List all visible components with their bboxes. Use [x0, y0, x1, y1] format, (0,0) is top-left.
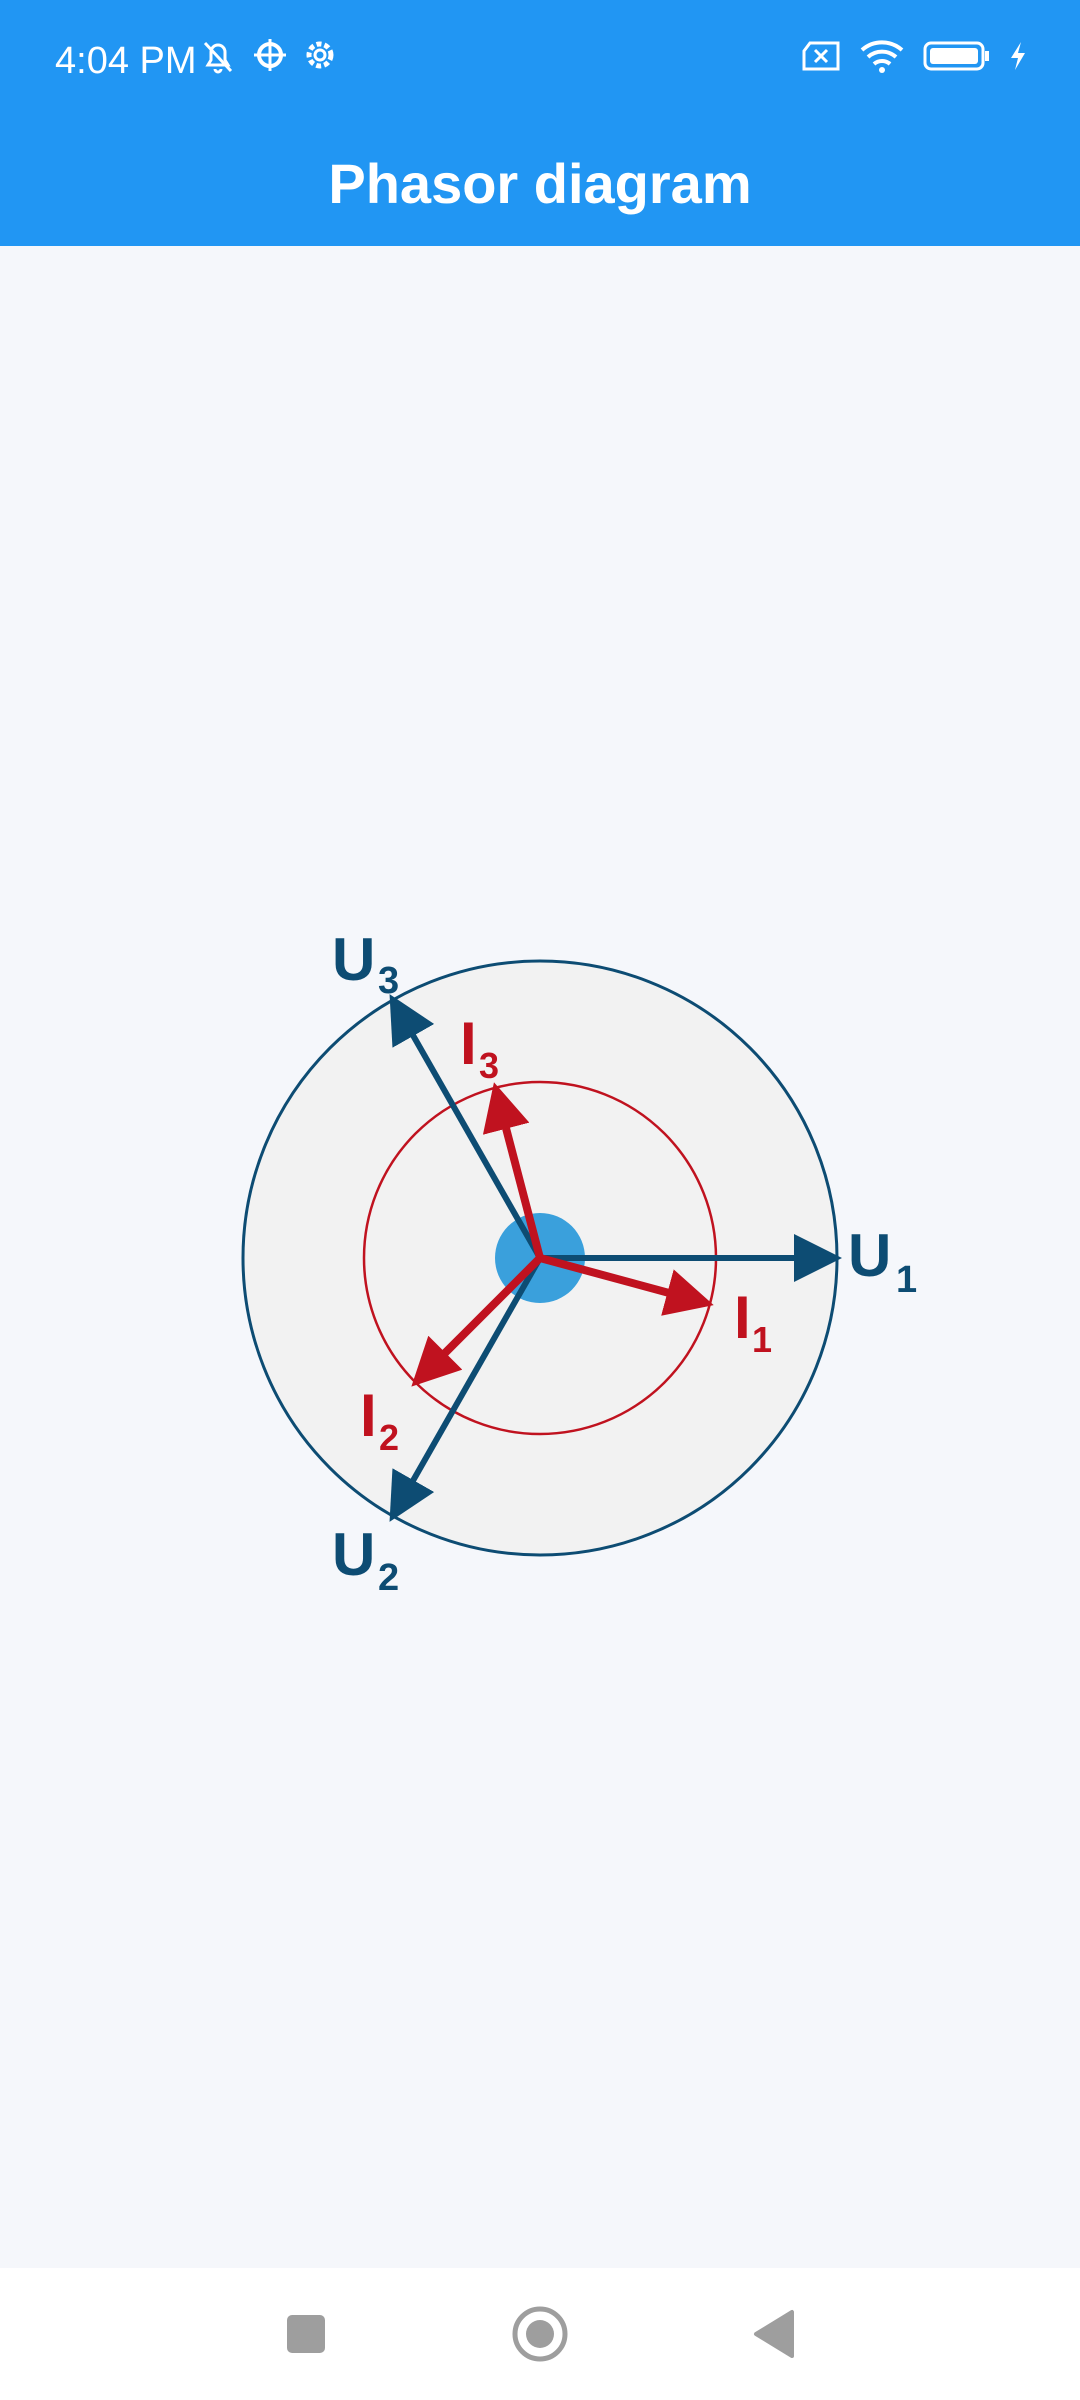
settings-gear-icon — [302, 37, 338, 77]
label-i3: I 3 — [460, 1010, 499, 1086]
muted-bell-icon — [198, 37, 238, 77]
label-u1-main: U — [848, 1222, 891, 1289]
label-u1-sub: 1 — [896, 1259, 917, 1301]
label-u3-main: U — [332, 926, 375, 993]
app-bar: Phasor diagram — [0, 122, 1080, 246]
label-u1: U 1 — [848, 1222, 917, 1301]
home-circle-icon[interactable] — [506, 2300, 574, 2368]
voltage-phasor-u3 — [389, 994, 543, 1260]
label-u3: U 3 — [332, 926, 399, 1002]
voltage-phasor-u2 — [389, 1256, 543, 1522]
label-u2-main: U — [332, 1521, 375, 1588]
wifi-icon — [858, 38, 906, 74]
label-i3-main: I — [460, 1010, 477, 1077]
current-phasor-i2 — [411, 1255, 543, 1387]
recents-square-icon[interactable] — [272, 2300, 340, 2368]
label-u3-sub: 3 — [378, 960, 399, 1002]
label-i2-main: I — [360, 1382, 377, 1449]
label-i2: I 2 — [360, 1382, 399, 1458]
label-i2-sub: 2 — [379, 1417, 399, 1458]
page-title: Phasor diagram — [328, 152, 752, 215]
charging-bolt-icon — [1008, 40, 1028, 72]
battery-icon — [922, 39, 992, 73]
back-triangle-icon[interactable] — [740, 2300, 808, 2368]
sim-missing-icon — [800, 39, 842, 73]
label-i1-sub: 1 — [752, 1319, 772, 1360]
navigation-bar — [0, 2268, 1080, 2400]
main-content: U 1 U 2 U 3 I 1 I 2 I 3 — [0, 246, 1080, 2268]
label-i1: I 1 — [734, 1284, 772, 1360]
label-i1-main: I — [734, 1284, 751, 1351]
status-time: 4:04 PM — [55, 40, 197, 82]
status-bar: 4:04 PM — [0, 0, 1080, 122]
current-phasor-i3 — [482, 1082, 544, 1260]
label-i3-sub: 3 — [479, 1045, 499, 1086]
label-u2-sub: 2 — [378, 1557, 399, 1599]
current-phasor-i1 — [538, 1254, 714, 1316]
label-u2: U 2 — [332, 1521, 399, 1599]
crosshair-gear-icon — [252, 37, 288, 77]
phasor-diagram: U 1 U 2 U 3 I 1 I 2 I 3 — [241, 926, 917, 1599]
